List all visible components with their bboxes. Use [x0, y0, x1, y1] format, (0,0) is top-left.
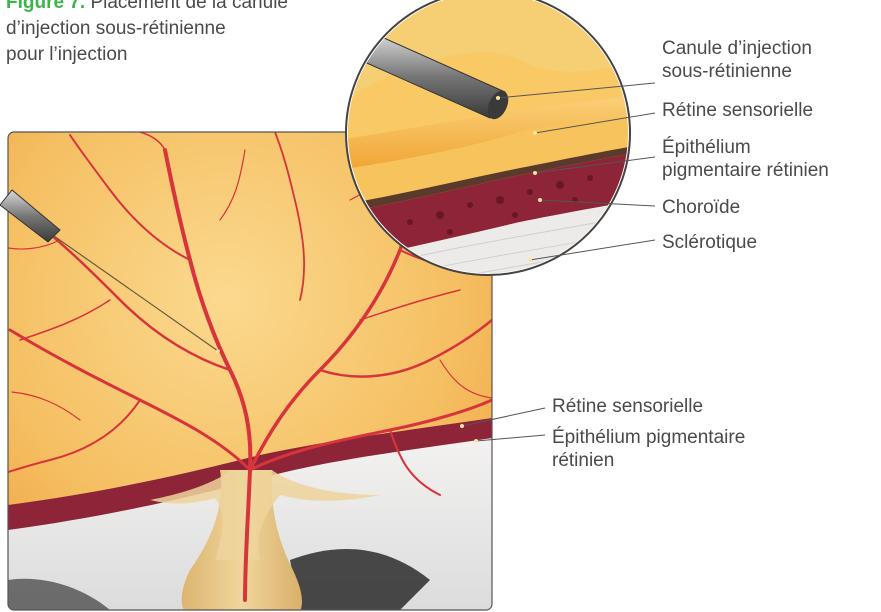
label-sclera: Sclérotique [662, 231, 757, 254]
caption-line-3: pour l’injection [6, 44, 127, 65]
figure-caption: Figure 7. Placement de la canule d’injec… [6, 0, 386, 68]
label-retina-sensory-zoom: Rétine sensorielle [662, 99, 813, 122]
label-retina-sensory-main: Rétine sensorielle [552, 395, 703, 418]
label-choroid: Choroïde [662, 196, 740, 219]
figure-label: Figure 7. [6, 0, 85, 13]
caption-line-1: Placement de la canule [90, 0, 288, 13]
label-rpe-zoom: Épithélium pigmentaire rétinien [662, 136, 829, 182]
caption-line-2: d’injection sous-rétinienne [6, 18, 226, 39]
label-canula: Canule d’injection sous-rétinienne [662, 37, 812, 83]
label-rpe-main: Épithélium pigmentaire rétinien [552, 426, 745, 472]
